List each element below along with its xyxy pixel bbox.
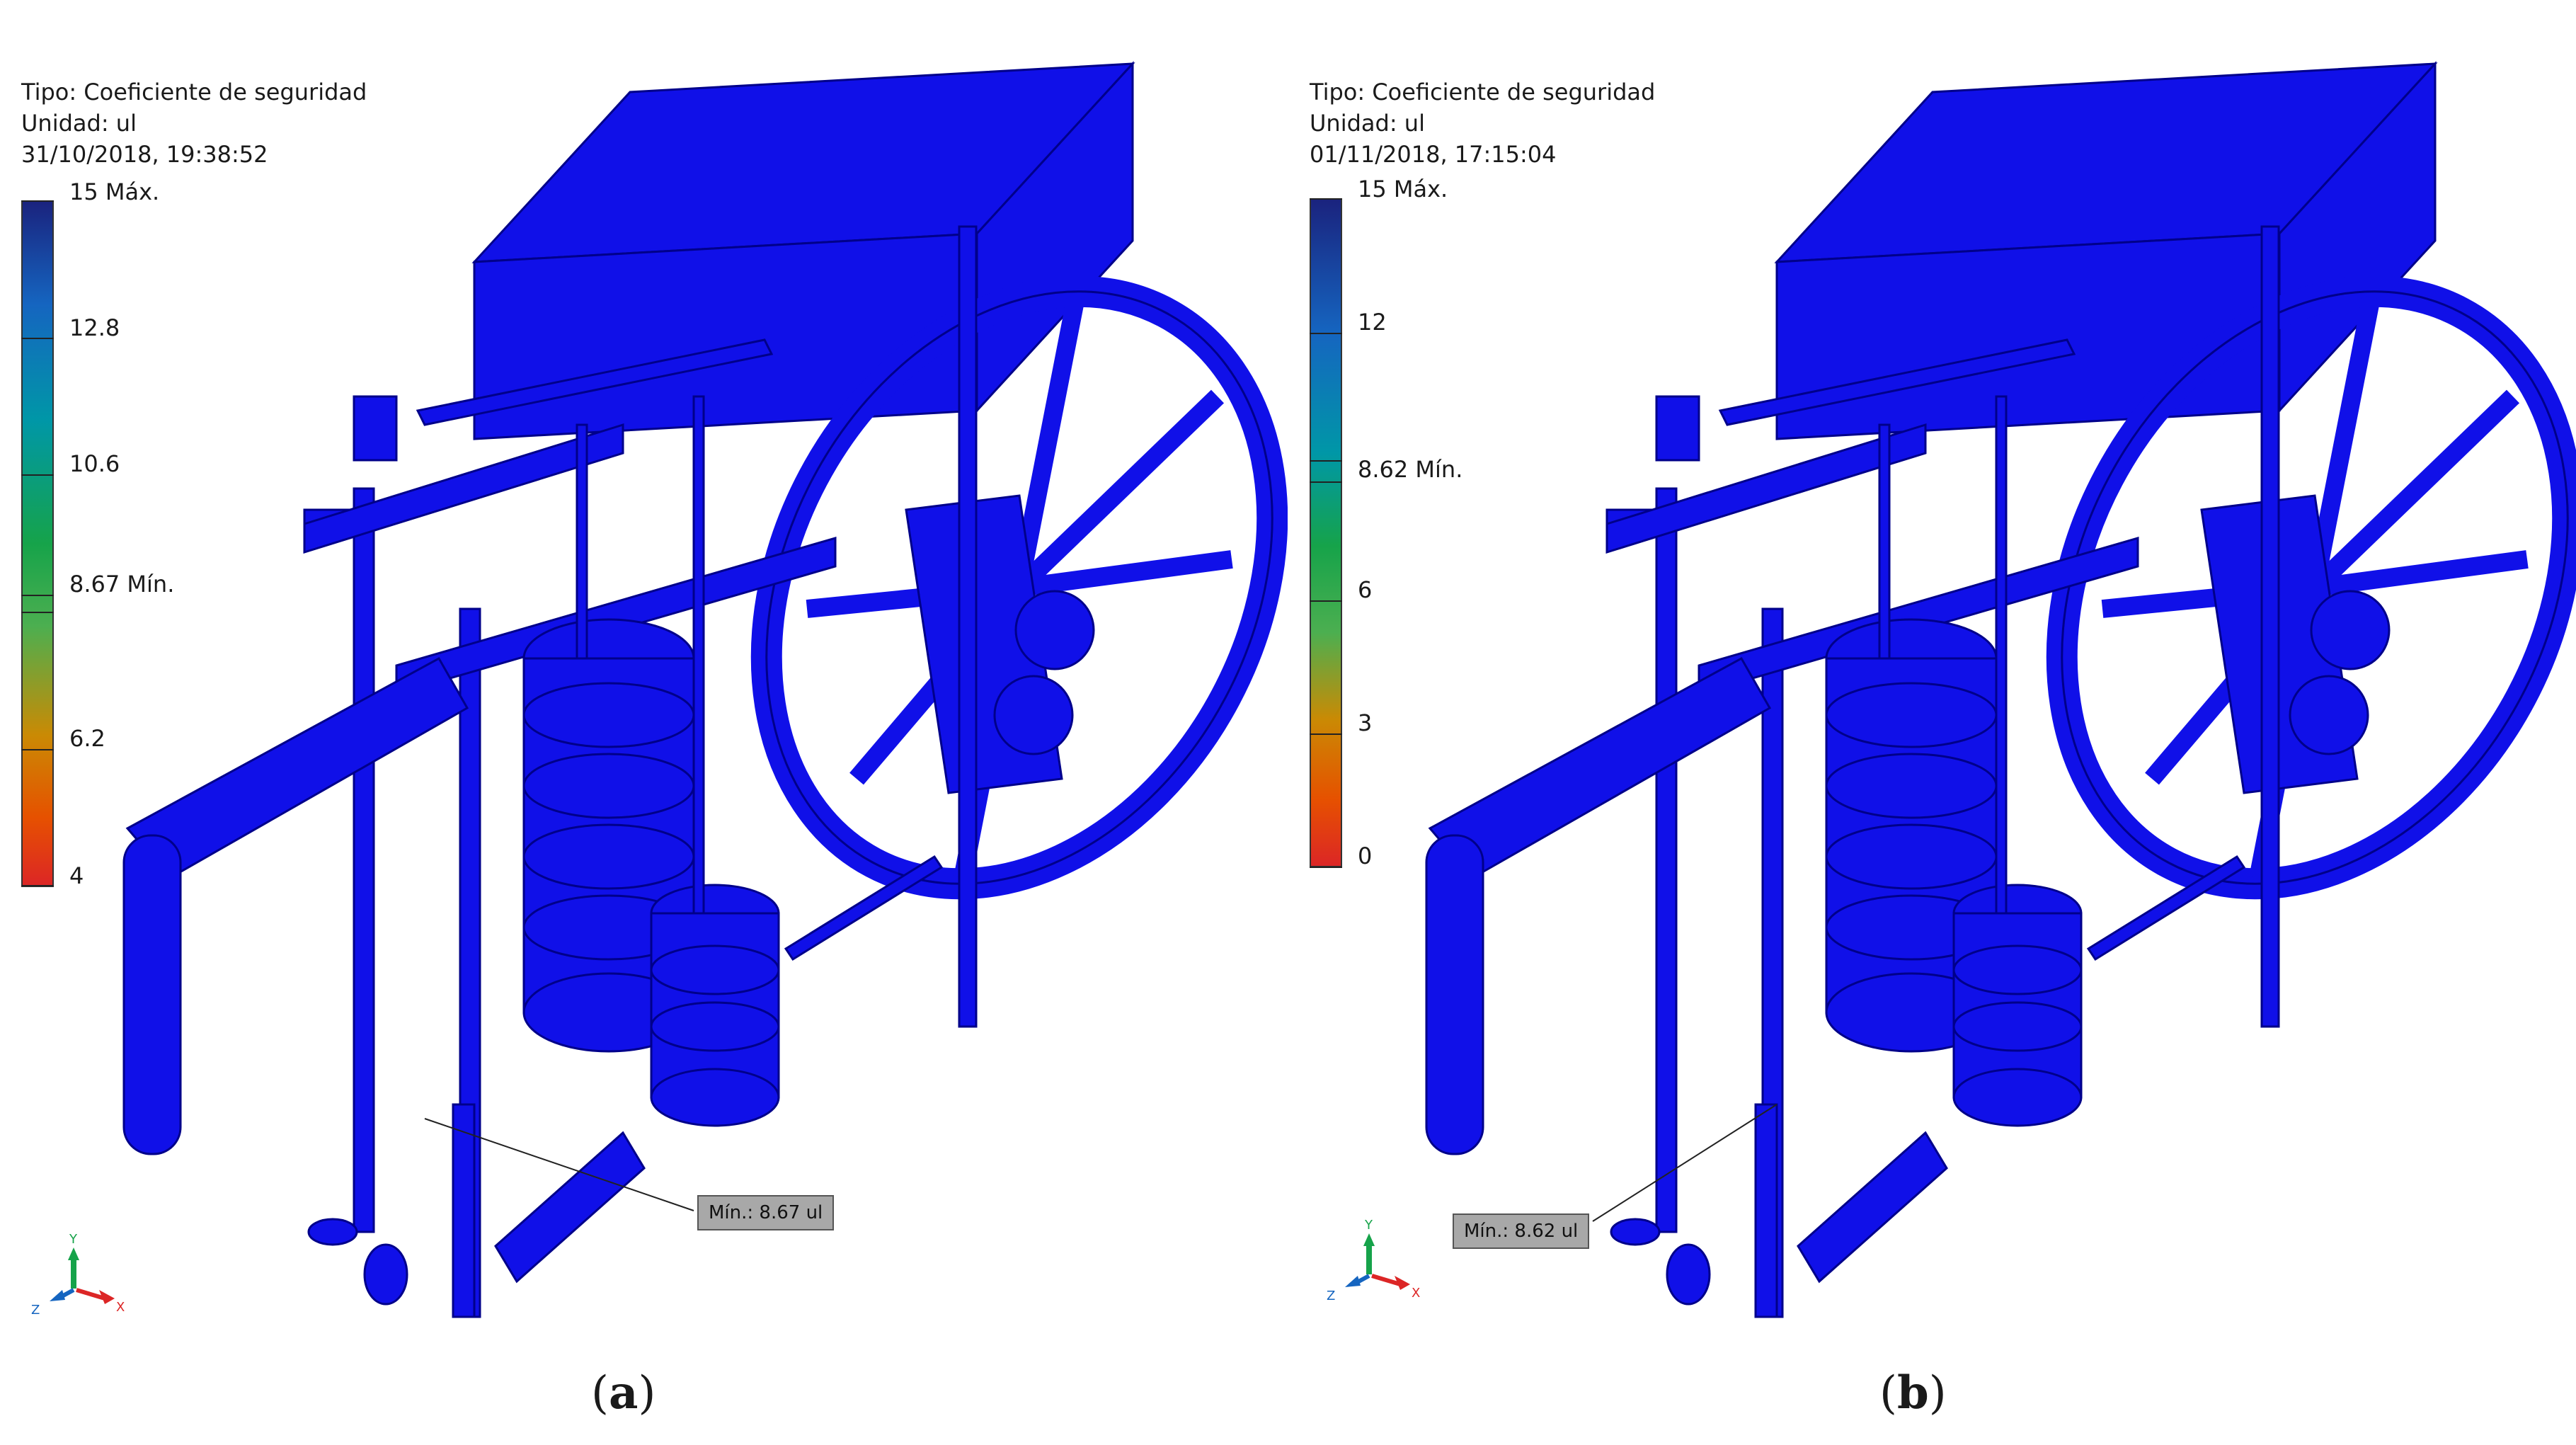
scale-label-min: 8.67 Mín.: [69, 571, 175, 598]
scale-tick: [21, 338, 54, 339]
panel-a: Tipo: Coeficiente de seguridad Unidad: u…: [0, 0, 1288, 1420]
triad-x-label: X: [1412, 1286, 1420, 1301]
scale-label-bottom: 4: [69, 862, 84, 889]
color-scale-bar: [21, 200, 54, 887]
result-info: Tipo: Coeficiente de seguridad Unidad: u…: [1310, 76, 1655, 170]
result-type: Tipo: Coeficiente de seguridad: [1310, 79, 1656, 105]
scale-tick: [21, 474, 54, 476]
scale-label: 12: [1358, 309, 1387, 336]
color-scale-bar: [1310, 198, 1342, 867]
scale-label: 6: [1358, 576, 1373, 603]
scale-tick: [1310, 733, 1342, 735]
scale-tick: [21, 749, 54, 750]
triad-y-label: Y: [69, 1232, 78, 1247]
scale-tick: [1310, 460, 1342, 462]
panel-b: Tipo: Coeficiente de seguridad Unidad: u…: [1288, 0, 2576, 1445]
triad-x-label: X: [116, 1300, 125, 1315]
scale-label: 6.2: [69, 725, 105, 752]
scale-label: 3: [1358, 709, 1373, 736]
result-timestamp: 31/10/2018, 19:38:52: [21, 141, 268, 168]
scale-tick: [21, 595, 54, 596]
machine-model-view[interactable]: [1288, 0, 2576, 1345]
result-info: Tipo: Coeficiente de seguridad Unidad: u…: [21, 76, 367, 170]
scale-label: 12.8: [69, 314, 120, 341]
min-value-callout: Mín.: 8.62 ul: [1453, 1213, 1590, 1249]
scale-tick: [21, 200, 54, 202]
scale-label: 10.6: [69, 450, 120, 477]
min-value-callout: Mín.: 8.67 ul: [697, 1195, 835, 1230]
triad-z-label: Z: [31, 1303, 40, 1318]
result-unit: Unidad: ul: [1310, 110, 1425, 137]
panel-caption: (a): [591, 1366, 656, 1420]
scale-label-bottom: 0: [1358, 843, 1373, 869]
axis-triad: Y X Z: [31, 1232, 125, 1318]
triad-y-label: Y: [1364, 1218, 1373, 1233]
result-unit: Unidad: ul: [21, 110, 137, 137]
scale-tick: [21, 885, 54, 886]
scale-tick: [1310, 481, 1342, 483]
scale-label-min: 8.62 Mín.: [1358, 456, 1463, 483]
scale-label-max: 15 Máx.: [69, 178, 160, 205]
axis-triad: Y X Z: [1327, 1218, 1420, 1303]
callout-leader: [424, 1118, 694, 1211]
result-timestamp: 01/11/2018, 17:15:04: [1310, 141, 1557, 168]
result-type: Tipo: Coeficiente de seguridad: [21, 79, 367, 105]
scale-tick: [1310, 600, 1342, 602]
machine-model-view[interactable]: [0, 0, 1288, 1345]
triad-z-label: Z: [1327, 1289, 1335, 1303]
scale-tick: [21, 612, 54, 613]
panel-caption: (b): [1879, 1366, 1947, 1420]
scale-tick: [1310, 198, 1342, 200]
scale-label-max: 15 Máx.: [1358, 176, 1448, 202]
callout-leader: [1592, 1104, 1778, 1222]
scale-tick: [1310, 867, 1342, 868]
scale-tick: [1310, 333, 1342, 334]
